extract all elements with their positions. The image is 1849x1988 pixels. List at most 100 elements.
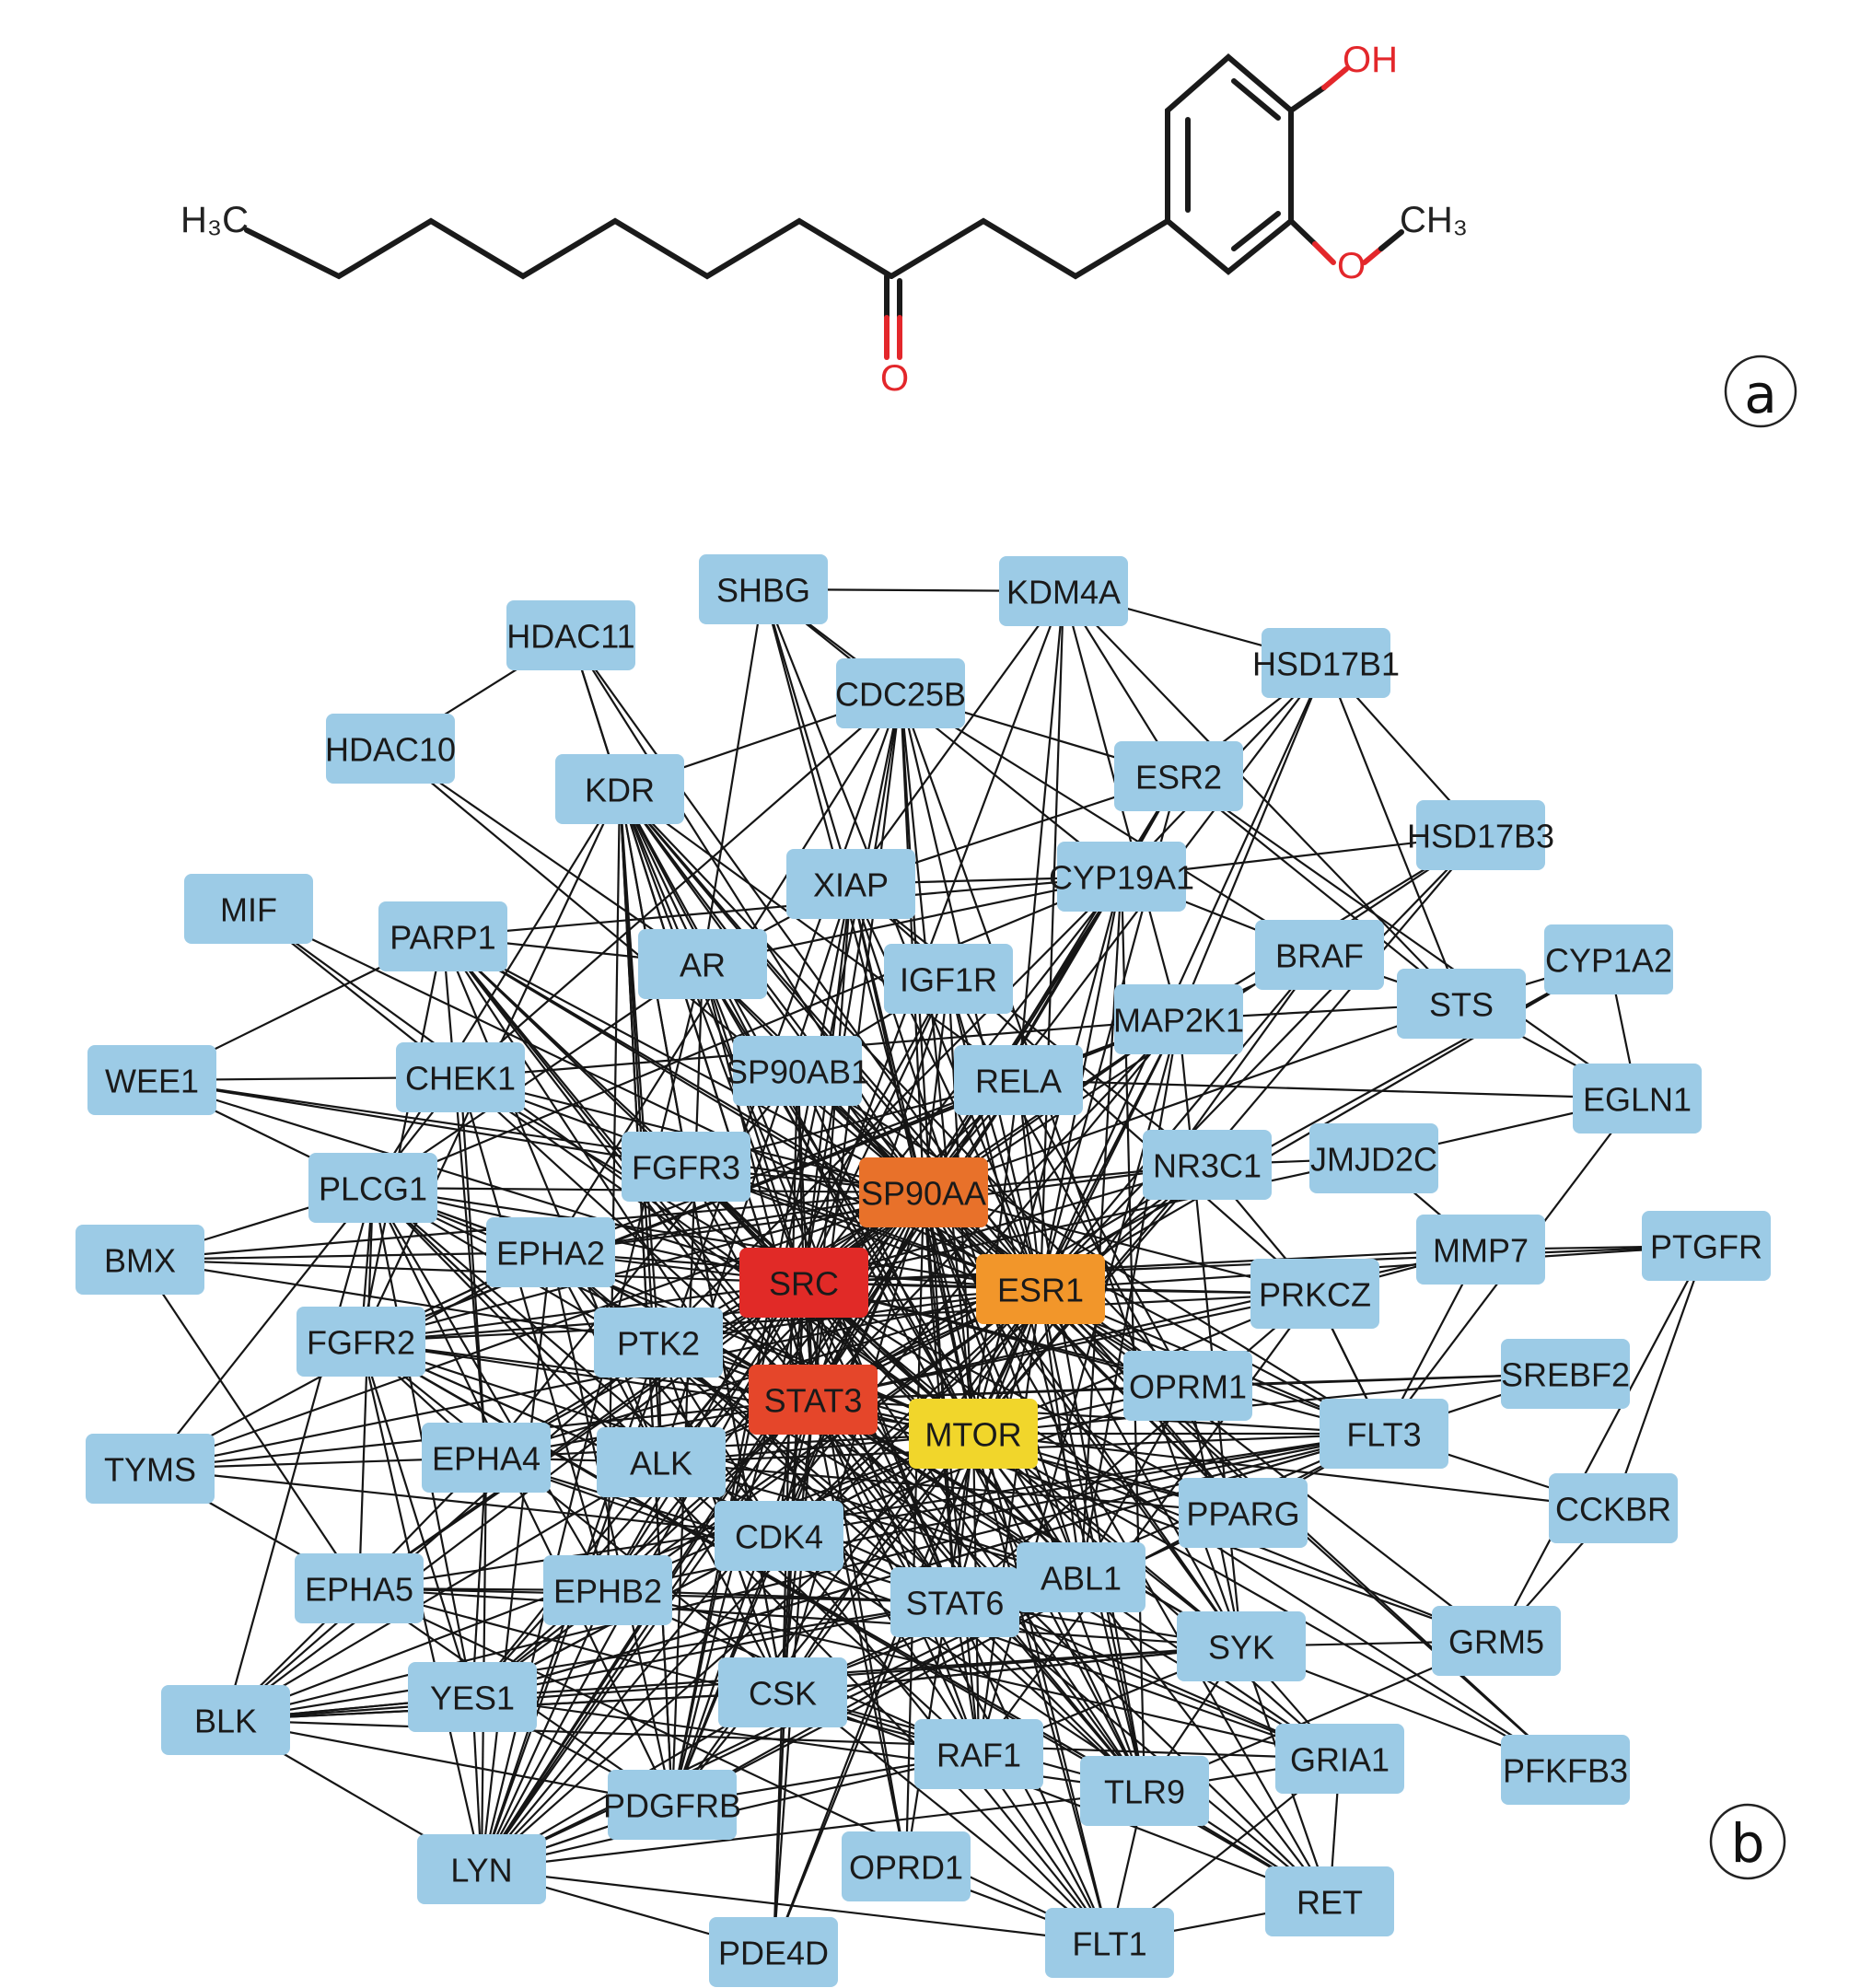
network-edge	[225, 1461, 662, 1721]
network-node-src[interactable]: SRC	[739, 1248, 868, 1318]
panel-label-b-circle	[1709, 1803, 1786, 1880]
network-node-stat6[interactable]: STAT6	[890, 1567, 1019, 1637]
network-node-hdac10[interactable]: HDAC10	[325, 714, 456, 784]
network-node-cdk4[interactable]: CDK4	[715, 1501, 843, 1571]
network-node-hsd17b3[interactable]: HSD17B3	[1407, 800, 1554, 870]
node-label: PDGFRB	[603, 1787, 741, 1825]
network-node-parp1[interactable]: PARP1	[378, 901, 507, 971]
network-node-alk[interactable]: ALK	[597, 1427, 726, 1497]
node-box	[608, 1770, 737, 1840]
benzene-ring	[1165, 53, 1404, 275]
node-label: OPRD1	[849, 1849, 963, 1887]
node-label: AR	[680, 947, 726, 984]
network-node-tyms[interactable]: TYMS	[86, 1434, 215, 1504]
network-node-cyp1a2[interactable]: CYP1A2	[1544, 924, 1673, 994]
network-node-abl1[interactable]: ABL1	[1017, 1542, 1145, 1612]
network-node-cdc25b[interactable]: CDC25B	[835, 658, 966, 728]
network-node-pdgfrb[interactable]: PDGFRB	[603, 1770, 741, 1840]
network-node-ret[interactable]: RET	[1265, 1866, 1394, 1936]
network-node-epha5[interactable]: EPHA5	[295, 1553, 424, 1623]
network-node-egln1[interactable]: EGLN1	[1573, 1064, 1702, 1134]
network-node-grm5[interactable]: GRM5	[1432, 1606, 1561, 1676]
network-node-prkcz[interactable]: PRKCZ	[1250, 1259, 1379, 1329]
network-node-raf1[interactable]: RAF1	[914, 1719, 1043, 1789]
node-label: SYK	[1208, 1629, 1274, 1667]
network-node-wee1[interactable]: WEE1	[87, 1045, 216, 1115]
network-node-braf[interactable]: BRAF	[1255, 920, 1384, 990]
network-edge	[778, 1164, 1208, 1537]
network-node-srebf2[interactable]: SREBF2	[1501, 1339, 1630, 1409]
network-node-ptk2[interactable]: PTK2	[594, 1308, 723, 1378]
network-node-cckbr[interactable]: CCKBR	[1549, 1473, 1678, 1543]
network-edge	[570, 634, 924, 1193]
network-node-syk[interactable]: SYK	[1177, 1611, 1306, 1681]
network-node-mtor[interactable]: MTOR	[909, 1399, 1038, 1469]
network-node-bmx[interactable]: BMX	[76, 1225, 204, 1295]
network-node-flt1[interactable]: FLT1	[1045, 1908, 1174, 1978]
network-node-flt3[interactable]: FLT3	[1320, 1399, 1448, 1469]
network-node-mif[interactable]: MIF	[184, 874, 313, 944]
network-edge	[797, 1070, 1385, 1435]
carbon-chain	[244, 217, 1170, 360]
network-edge	[1040, 1288, 1497, 1642]
network-node-hsp90ab1[interactable]: SP90AB1	[726, 1036, 869, 1106]
network-node-pfkfb3[interactable]: PFKFB3	[1501, 1735, 1630, 1805]
network-node-nr3c1[interactable]: NR3C1	[1143, 1130, 1272, 1200]
network-edge	[471, 1645, 1242, 1699]
network-node-fgfr2[interactable]: FGFR2	[297, 1307, 425, 1377]
network-node-oprm1[interactable]: OPRM1	[1123, 1351, 1252, 1421]
network-node-hsd17b1[interactable]: HSD17B1	[1252, 628, 1400, 698]
network-node-esr2[interactable]: ESR2	[1114, 741, 1243, 811]
network-node-epha4[interactable]: EPHA4	[422, 1423, 551, 1493]
network-node-mmp7[interactable]: MMP7	[1416, 1215, 1545, 1285]
node-label: KDM4A	[1006, 574, 1121, 611]
network-node-ephb2[interactable]: EPHB2	[543, 1555, 672, 1625]
node-box	[1080, 1756, 1209, 1826]
network-node-hsp90aa1[interactable]: SP90AA	[859, 1157, 988, 1227]
network-node-igf1r[interactable]: IGF1R	[884, 944, 1013, 1014]
node-label: HDAC10	[325, 731, 456, 769]
network-node-gria1[interactable]: GRIA1	[1275, 1724, 1404, 1794]
node-label: CDC25B	[835, 676, 966, 714]
network-node-rela[interactable]: RELA	[954, 1045, 1083, 1115]
network-node-xiap[interactable]: XIAP	[786, 849, 915, 919]
node-label: HDAC11	[506, 618, 634, 656]
network-node-yes1[interactable]: YES1	[408, 1662, 537, 1732]
node-label: PLCG1	[319, 1170, 427, 1208]
network-node-cyp19a1[interactable]: CYP19A1	[1049, 842, 1194, 912]
network-edge	[900, 692, 1320, 956]
network-node-csk[interactable]: CSK	[718, 1657, 847, 1727]
node-label: PPARG	[1186, 1495, 1299, 1533]
network-node-pde4d[interactable]: PDE4D	[709, 1917, 838, 1987]
network-node-kdm4a[interactable]: KDM4A	[999, 556, 1128, 626]
node-box	[1397, 969, 1526, 1039]
network-node-shbg[interactable]: SHBG	[699, 554, 828, 624]
network-node-oprd1[interactable]: OPRD1	[842, 1831, 971, 1901]
network-node-lyn[interactable]: LYN	[417, 1834, 546, 1904]
node-box	[1265, 1866, 1394, 1936]
network-node-sts[interactable]: STS	[1397, 969, 1526, 1039]
network-node-epha2[interactable]: EPHA2	[486, 1217, 615, 1287]
network-node-fgfr3[interactable]: FGFR3	[622, 1132, 750, 1202]
network-edge	[899, 692, 925, 1193]
node-box	[836, 658, 965, 728]
network-node-stat3[interactable]: STAT3	[749, 1365, 878, 1435]
network-edge	[471, 1600, 956, 1699]
network-node-hdac11[interactable]: HDAC11	[506, 600, 635, 670]
network-node-blk[interactable]: BLK	[161, 1685, 290, 1755]
panel-label-b: b	[1709, 1803, 1786, 1880]
network-node-kdr[interactable]: KDR	[555, 754, 684, 824]
network-node-chek1[interactable]: CHEK1	[396, 1042, 525, 1112]
network-node-tlr9[interactable]: TLR9	[1080, 1756, 1209, 1826]
network-node-ar[interactable]: AR	[638, 929, 767, 999]
network-node-plcg1[interactable]: PLCG1	[308, 1153, 437, 1223]
network-node-esr1[interactable]: ESR1	[976, 1254, 1105, 1324]
node-box	[1179, 1478, 1308, 1548]
network-node-map2k1[interactable]: MAP2K1	[1113, 984, 1244, 1054]
network-node-pparg[interactable]: PPARG	[1179, 1478, 1308, 1548]
hydroxyl-bond-red	[1321, 66, 1349, 90]
network-edge	[850, 883, 1208, 1166]
network-node-ptgfr[interactable]: PTGFR	[1642, 1211, 1771, 1281]
network-node-jmjd2c[interactable]: JMJD2C	[1309, 1123, 1438, 1193]
network-edge	[149, 1191, 924, 1471]
